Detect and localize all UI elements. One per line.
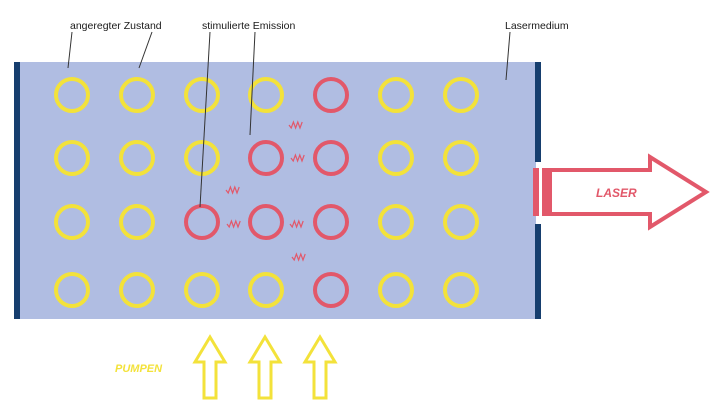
excited-state-leader (67, 31, 73, 69)
pump-arrows (192, 334, 338, 400)
excited-atom (119, 204, 155, 240)
laser-arrow (548, 153, 710, 231)
excited-atom (378, 204, 414, 240)
laser-output-beam (533, 153, 710, 231)
photon-squiggle (289, 219, 304, 229)
stimulated-emission-leader (249, 31, 256, 136)
excited-atom (378, 272, 414, 308)
excited-atom (378, 77, 414, 113)
excited-state-label: angeregter Zustand (70, 20, 162, 32)
excited-atom (248, 272, 284, 308)
emitting-atom (313, 77, 349, 113)
excited-atom (54, 77, 90, 113)
excited-atom (443, 140, 479, 176)
emitting-atom (248, 140, 284, 176)
excited-atom (184, 272, 220, 308)
excited-atom (119, 272, 155, 308)
photon-squiggle (290, 153, 305, 163)
excited-atom (54, 140, 90, 176)
photon-squiggle (288, 120, 303, 130)
right-mirror-bottom (535, 224, 541, 319)
photon-squiggle (291, 252, 306, 262)
emitting-atom (313, 204, 349, 240)
excited-atom (443, 272, 479, 308)
label-leader-lines (67, 31, 511, 208)
photon-squiggle (226, 219, 241, 229)
excited-atom (378, 140, 414, 176)
atom-grid (54, 77, 479, 308)
excited-atom (443, 77, 479, 113)
pump-arrow (302, 334, 338, 400)
excited-atom (443, 204, 479, 240)
pump-arrow (192, 334, 228, 400)
pump-arrow (247, 334, 283, 400)
stimulated-emission-label: stimulierte Emission (202, 20, 296, 32)
pump-label: PUMPEN (115, 363, 163, 375)
beam-bar (542, 168, 548, 216)
photon-squiggle (225, 185, 240, 195)
excited-atom (119, 77, 155, 113)
emitting-atom (313, 272, 349, 308)
right-mirror-top (535, 62, 541, 162)
emitting-atom (184, 204, 220, 240)
excited-atom (119, 140, 155, 176)
excited-atom (54, 272, 90, 308)
stimulated-emission-leader (199, 31, 211, 208)
laser-label: LASER (596, 186, 637, 200)
beam-bar (533, 168, 539, 216)
emitting-atom (313, 140, 349, 176)
excited-atom (248, 77, 284, 113)
left-mirror (14, 62, 20, 319)
excited-atom (54, 204, 90, 240)
laser-medium-leader (505, 31, 511, 81)
excited-atom (184, 77, 220, 113)
excited-state-leader (138, 31, 153, 69)
emitting-atom (248, 204, 284, 240)
laser-medium-label: Lasermedium (505, 20, 569, 32)
